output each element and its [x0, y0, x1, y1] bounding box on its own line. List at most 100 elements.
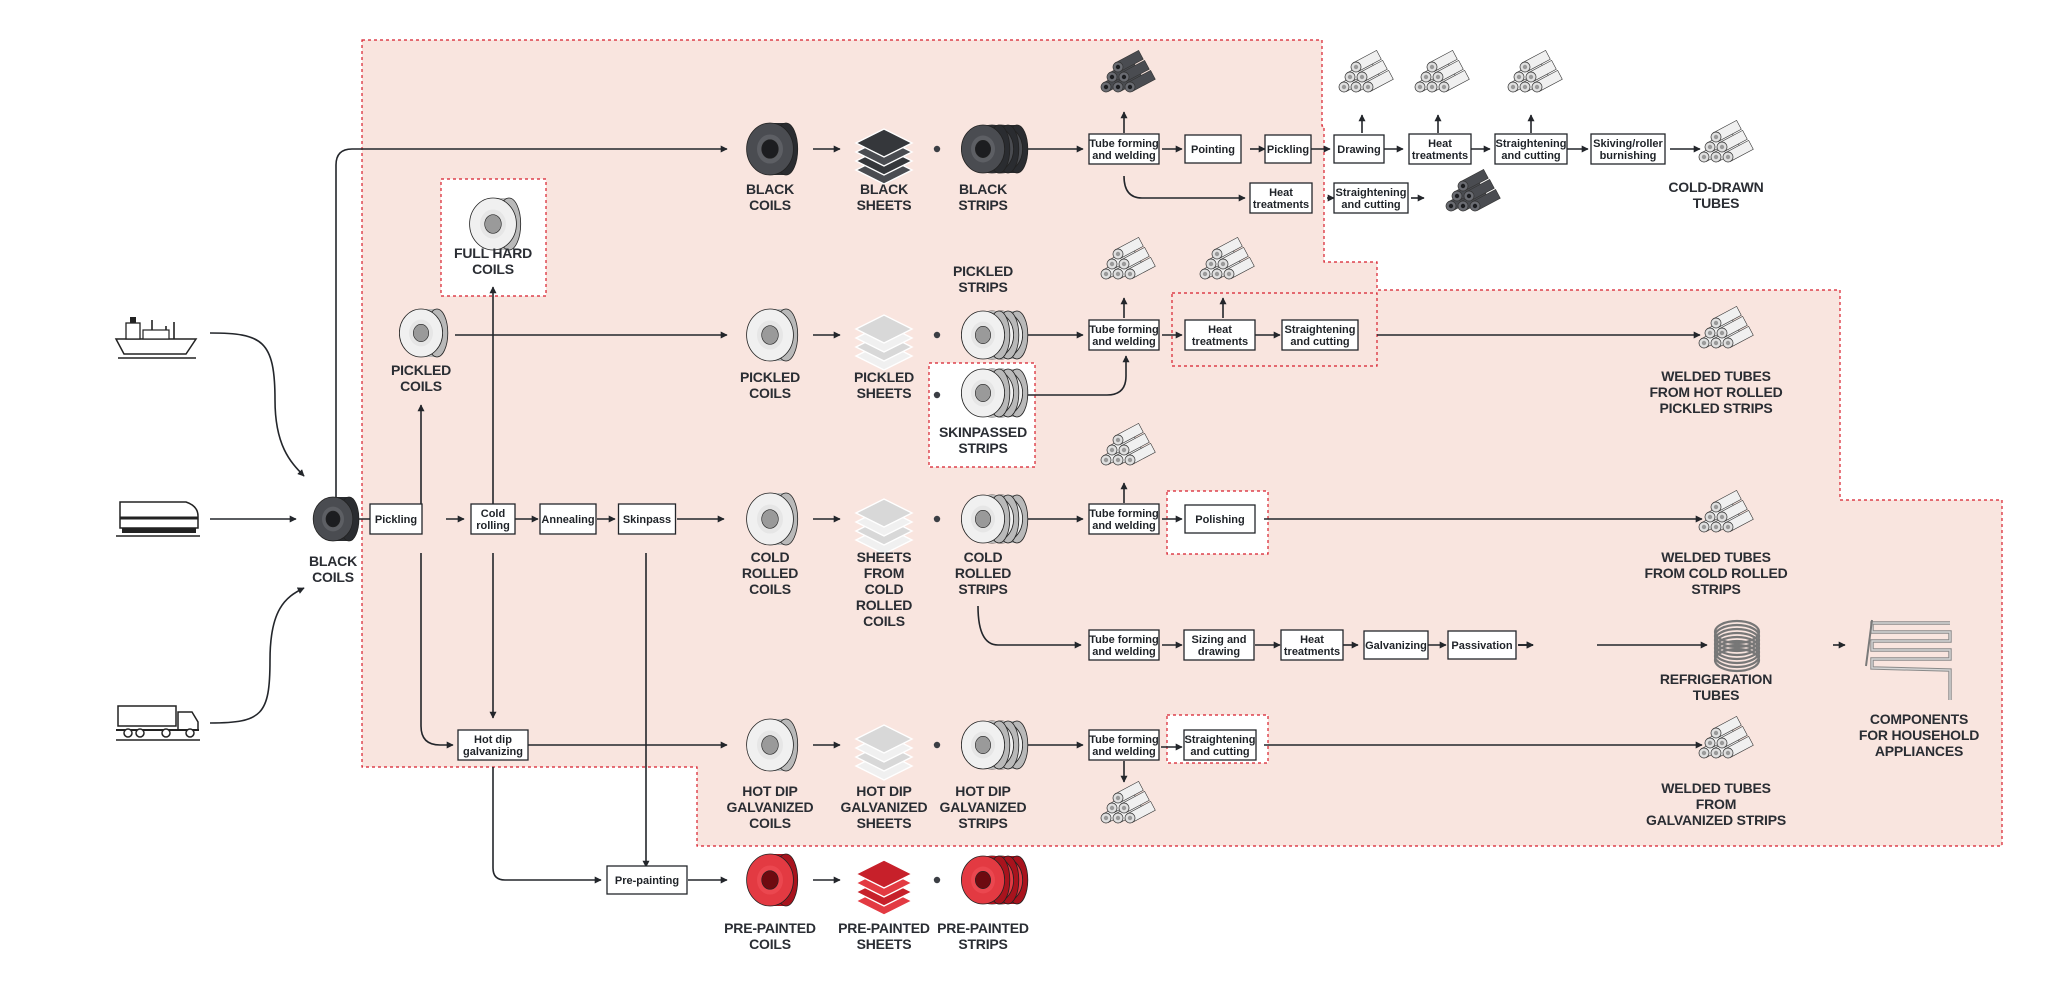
- cold-rolled-strips-icon: [961, 494, 1029, 544]
- pointing-box-frame: [1184, 134, 1242, 164]
- processing-zone: [361, 39, 2003, 847]
- straightening-box-3-frame: [1281, 319, 1359, 351]
- product-icons: [114, 49, 1952, 916]
- straightening-box-3-label: and cutting: [1290, 336, 1349, 348]
- tube-forming-box-label: and welding: [1092, 150, 1156, 162]
- connector-dot: [933, 391, 941, 399]
- sheets-cold-rolled-icon: [854, 498, 914, 555]
- tube-forming-box-5-label: and welding: [1092, 746, 1156, 758]
- heat-treatments-box-1-frame: [1408, 133, 1472, 165]
- heat-treatments-box-4-frame: [1280, 629, 1344, 661]
- skiving-box-label: Skiving/roller: [1593, 138, 1663, 150]
- tube-pickling-box-label: Pickling: [1267, 144, 1309, 156]
- pointing-box-label: Pointing: [1191, 144, 1235, 156]
- pickled-coils-icon: [746, 308, 799, 362]
- sizing-drawing-box-label: drawing: [1198, 646, 1240, 658]
- flow-arrow: [1123, 175, 1246, 202]
- tube-pickling-box-frame: [1264, 134, 1312, 164]
- skinpass-box: Skinpass: [617, 503, 677, 535]
- drawing-box-frame: [1333, 134, 1385, 164]
- pointing-box: Pointing: [1184, 134, 1242, 164]
- skiving-box-label: burnishing: [1600, 150, 1657, 162]
- tubes-icon-6: [1100, 236, 1156, 280]
- pickling-box-label: Pickling: [375, 514, 417, 526]
- components-icon: [1865, 619, 1952, 700]
- galvanizing-box-label: Galvanizing: [1365, 640, 1427, 652]
- heat-treatments-box-4-label: treatments: [1284, 646, 1340, 658]
- heat-treatments-box-3-label: Heat: [1208, 324, 1232, 336]
- flow-arrow: [335, 145, 728, 500]
- welded-galvanized-icon: [1698, 715, 1754, 759]
- tube-pickling-box: Pickling: [1264, 134, 1312, 164]
- pickling-box-frame: [369, 503, 423, 535]
- sizing-drawing-box-frame: [1183, 629, 1255, 661]
- drawing-box-label: Drawing: [1337, 144, 1380, 156]
- galvanizing-box-frame: [1363, 630, 1429, 660]
- tube-forming-box-5-frame: [1088, 729, 1160, 761]
- flow-arrow: [420, 553, 454, 749]
- tube-forming-box-2-label: and welding: [1092, 336, 1156, 348]
- refrigeration-tubes-icon: [1713, 619, 1761, 673]
- connector-dot: [933, 145, 941, 153]
- drawing-box: Drawing: [1333, 134, 1385, 164]
- hot-dip-coils-icon: [746, 718, 799, 772]
- ship-icon: [114, 317, 198, 359]
- straightening-box-3-label: Straightening: [1285, 324, 1356, 336]
- skinpassed-strips-icon: [961, 368, 1029, 418]
- train-icon: [116, 501, 200, 537]
- tubes-icon-5: [1445, 168, 1501, 212]
- skinpass-box-frame: [617, 503, 677, 535]
- truck-icon: [116, 705, 200, 741]
- cold-rolling-box-label: rolling: [476, 520, 510, 532]
- pre-painting-box: Pre-painting: [606, 865, 688, 895]
- heat-treatments-box-2-label: Heat: [1269, 187, 1293, 199]
- tube-forming-box-2-frame: [1088, 319, 1160, 351]
- hot-dip-strips-icon: [961, 720, 1029, 770]
- background-zones: [361, 39, 2003, 847]
- annealing-box-label: Annealing: [541, 514, 594, 526]
- flow-arrow: [209, 332, 305, 477]
- tube-forming-box-label: Tube forming: [1089, 138, 1158, 150]
- straightening-box-4-label: and cutting: [1190, 746, 1249, 758]
- annealing-box: Annealing: [539, 503, 597, 535]
- black-sheets-icon: [854, 128, 914, 185]
- cold-drawn-tubes-icon: [1698, 119, 1754, 163]
- pre-painting-box-label: Pre-painting: [615, 875, 679, 887]
- hot-dip-sheets-icon: [854, 724, 914, 781]
- straightening-box-1-label: and cutting: [1501, 150, 1560, 162]
- pickled-coils-left-icon: [398, 308, 449, 358]
- flow-lines: [209, 111, 1846, 884]
- connector-dot: [933, 741, 941, 749]
- tube-forming-box-3-label: Tube forming: [1089, 508, 1158, 520]
- cold-rolled-coils-icon: [746, 492, 799, 546]
- pre-painting-box-frame: [606, 865, 688, 895]
- tube-forming-box-frame: [1088, 133, 1160, 165]
- tubes-icon-7: [1199, 236, 1255, 280]
- passivation-box: Passivation: [1447, 630, 1517, 660]
- flow-arrow: [492, 767, 602, 884]
- tube-forming-box-4-frame: [1088, 629, 1160, 661]
- connector-dot: [933, 515, 941, 523]
- black-coils-source-icon: [312, 496, 360, 542]
- black-coils-icon: [746, 122, 799, 176]
- straightening-box-1-label: Straightening: [1496, 138, 1567, 150]
